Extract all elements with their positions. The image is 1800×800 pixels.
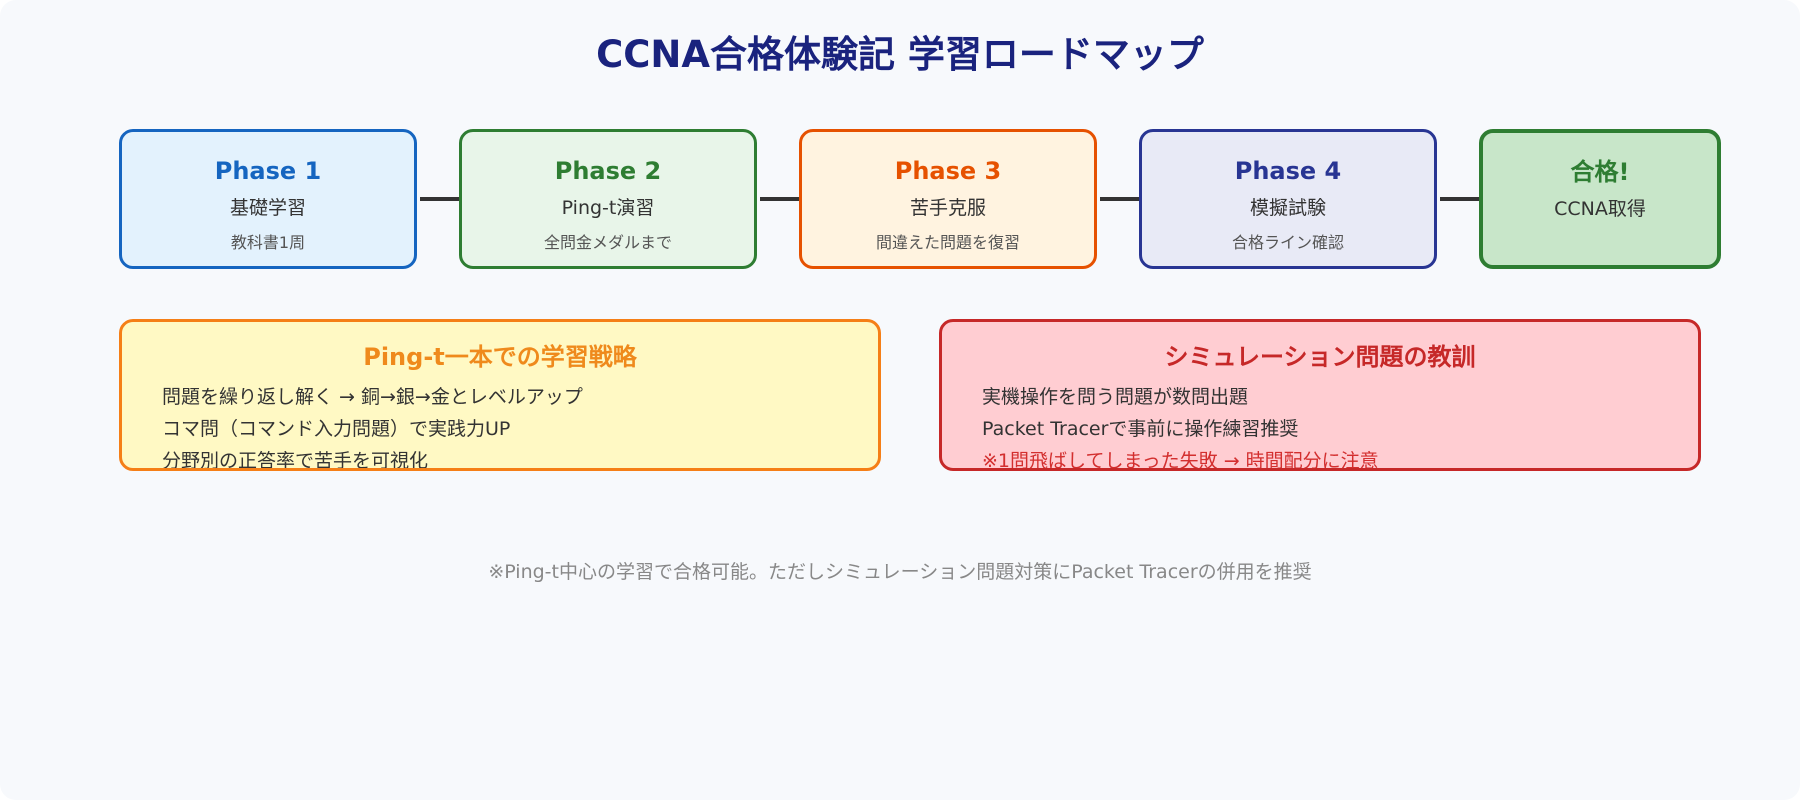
- phase-4-subtitle: 模擬試験: [1249, 197, 1326, 219]
- phase-3-name: Phase 3: [894, 157, 1002, 185]
- phase-2-name: Phase 2: [554, 157, 662, 185]
- diagram-title: CCNA合格体験記 学習ロードマップ: [596, 33, 1204, 76]
- footnote: ※Ping-t中心の学習で合格可能。ただしシミュレーション問題対策にPacket…: [488, 561, 1312, 583]
- phase-1-subtitle: 基礎学習: [229, 197, 306, 219]
- phase-3-subtitle: 苦手克服: [909, 197, 986, 219]
- pass-subtitle: CCNA取得: [1554, 198, 1646, 220]
- phase-1-box: Phase 1 基礎学習 教科書1周: [119, 129, 417, 269]
- strategy-title: Ping-t一本での学習戦略: [363, 343, 637, 371]
- lesson-title: シミュレーション問題の教訓: [1164, 343, 1476, 371]
- phase-2-subtitle: Ping-t演習: [561, 197, 655, 219]
- phase-2-box: Phase 2 Ping-t演習 全問金メダルまで: [459, 129, 757, 269]
- phase-4-note: 合格ライン確認: [1231, 233, 1344, 252]
- phase-3-note: 間違えた問題を復習: [875, 233, 1020, 252]
- strategy-panel: Ping-t一本での学習戦略 問題を繰り返し解く → 銅→銀→金とレベルアップ …: [119, 319, 881, 471]
- pass-label: 合格!: [1570, 158, 1630, 186]
- phase-4-box: Phase 4 模擬試験 合格ライン確認: [1139, 129, 1437, 269]
- phase-1-name: Phase 1: [214, 157, 322, 185]
- connector-2-3: [760, 197, 800, 201]
- strategy-line-3: 分野別の正答率で苦手を可視化: [162, 450, 429, 471]
- strategy-line-1: 問題を繰り返し解く → 銅→銀→金とレベルアップ: [162, 386, 583, 408]
- phase-3-box: Phase 3 苦手克服 間違えた問題を復習: [799, 129, 1097, 269]
- connector-1-2: [420, 197, 460, 201]
- phase-2-note: 全問金メダルまで: [543, 233, 672, 252]
- pass-box: 合格! CCNA取得: [1479, 129, 1721, 269]
- lesson-line-1: 実機操作を問う問題が数問出題: [982, 386, 1249, 408]
- phase-4-name: Phase 4: [1234, 157, 1342, 185]
- connector-3-4: [1100, 197, 1140, 201]
- lesson-warning-line: ※1問飛ばしてしまった失敗 → 時間配分に注意: [982, 450, 1379, 471]
- strategy-line-2: コマ問（コマンド入力問題）で実践力UP: [162, 418, 511, 440]
- lesson-panel: シミュレーション問題の教訓 実機操作を問う問題が数問出題 Packet Trac…: [939, 319, 1701, 471]
- phase-1-note: 教科書1周: [230, 233, 306, 252]
- connector-4-5: [1440, 197, 1480, 201]
- lesson-line-2: Packet Tracerで事前に操作練習推奨: [982, 418, 1299, 440]
